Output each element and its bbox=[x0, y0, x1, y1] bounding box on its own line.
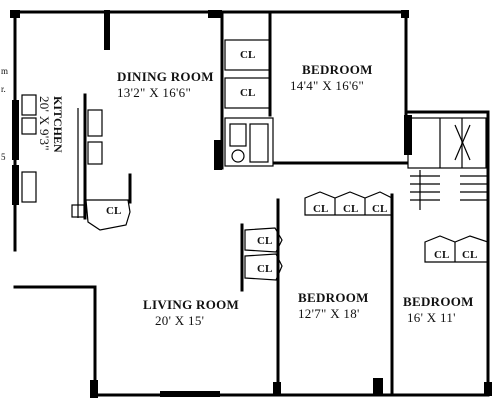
living-room-label: LIVING ROOM bbox=[143, 297, 239, 312]
bedroom-3-label: BEDROOM bbox=[403, 294, 474, 309]
edge-mark: m bbox=[1, 66, 8, 76]
closet-label: CL bbox=[240, 87, 255, 99]
edge-marks: m r. 5 bbox=[1, 66, 8, 162]
closet-label: CL bbox=[240, 49, 255, 61]
master-bedroom-label: BEDROOM bbox=[302, 62, 373, 77]
closet-labels: CL CL CL CL CL CL CL CL CL CL bbox=[106, 49, 477, 275]
kitchen-dims: 20' X 9'3" bbox=[37, 96, 52, 151]
closet-label: CL bbox=[343, 203, 358, 215]
interior-walls bbox=[21, 10, 489, 397]
bedroom-2-dims: 12'7" X 18' bbox=[298, 306, 360, 321]
room-labels: DINING ROOM 13'2" X 16'6" BEDROOM 14'4" … bbox=[37, 62, 474, 328]
edge-mark: 5 bbox=[1, 152, 6, 162]
closet-label: CL bbox=[372, 203, 387, 215]
dining-room-label: DINING ROOM bbox=[117, 69, 214, 84]
edge-mark: r. bbox=[1, 84, 6, 94]
closet-label: CL bbox=[434, 249, 449, 261]
master-bedroom-dims: 14'4" X 16'6" bbox=[290, 78, 364, 93]
bedroom-3-dims: 16' X 11' bbox=[407, 310, 456, 325]
bedroom-2-label: BEDROOM bbox=[298, 290, 369, 305]
closet-label: CL bbox=[106, 205, 121, 217]
closet-label: CL bbox=[257, 263, 272, 275]
living-room-dims: 20' X 15' bbox=[155, 313, 204, 328]
dining-room-dims: 13'2" X 16'6" bbox=[117, 85, 191, 100]
closet-label: CL bbox=[257, 235, 272, 247]
closet-label: CL bbox=[313, 203, 328, 215]
closet-label: CL bbox=[462, 249, 477, 261]
kitchen-label: KITCHEN bbox=[51, 96, 65, 153]
